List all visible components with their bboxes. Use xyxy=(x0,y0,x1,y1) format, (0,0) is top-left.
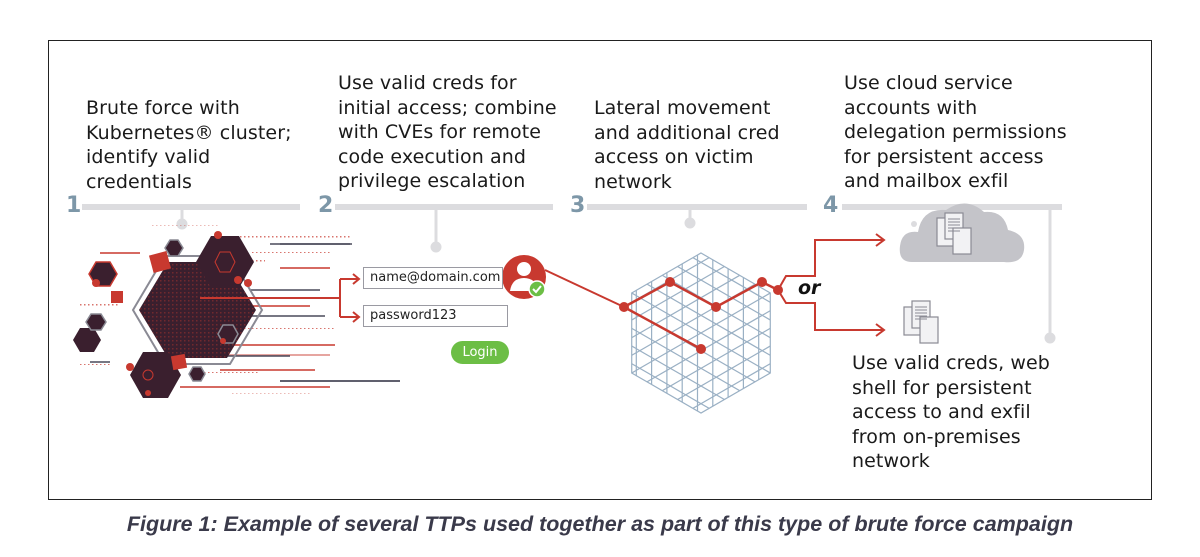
grid-line xyxy=(631,380,771,413)
arrow-head-username xyxy=(352,273,361,285)
grid-line xyxy=(601,116,801,231)
grid-line xyxy=(631,253,771,303)
grid-line xyxy=(631,398,771,413)
timeline-segment-2 xyxy=(335,204,553,210)
grid-line xyxy=(601,81,801,196)
step-number-2: 2 xyxy=(318,193,334,218)
hexagon-bottom xyxy=(130,352,181,398)
step-number-1: 1 xyxy=(66,193,82,218)
step-1-description: Brute force with Kubernetes® cluster; id… xyxy=(86,97,292,193)
grid-line xyxy=(631,253,771,286)
grid-line xyxy=(631,327,771,413)
grid-line xyxy=(601,99,801,214)
grid-line xyxy=(631,363,771,413)
or-branch-arrows xyxy=(777,233,886,337)
documents-icon-onprem xyxy=(903,300,939,344)
timeline-segment-3 xyxy=(587,204,807,210)
grid-line xyxy=(631,274,771,392)
user-avatar-icon xyxy=(502,255,546,299)
grid-line xyxy=(631,253,771,268)
grid-line xyxy=(631,253,771,286)
grid-line xyxy=(601,116,801,231)
step-number-3: 3 xyxy=(570,193,586,218)
connector-dot-4 xyxy=(1044,332,1056,344)
step-number-4: 4 xyxy=(823,193,839,218)
username-field[interactable]: name@domain.com xyxy=(363,267,503,289)
grid-outline xyxy=(631,252,771,414)
grid-line xyxy=(631,257,771,374)
step-4-description: Use cloud service accounts with delegati… xyxy=(844,72,1067,192)
connector-dot-2 xyxy=(430,241,442,253)
grid-line xyxy=(631,253,771,339)
grid-line xyxy=(601,63,801,178)
grid-line xyxy=(601,81,801,196)
step-3-description: Lateral movement and additional cred acc… xyxy=(594,97,780,193)
grid-line xyxy=(601,134,801,249)
or-label: or xyxy=(798,277,821,299)
grid-line xyxy=(631,253,771,303)
grid-line xyxy=(631,345,771,413)
lateral-path-entry xyxy=(544,269,625,308)
login-button[interactable]: Login xyxy=(451,341,509,364)
timeline-segment-1 xyxy=(82,204,300,210)
documents-icon-cloud xyxy=(936,212,972,255)
grid-line xyxy=(631,398,771,413)
arrow-head-password xyxy=(352,311,361,323)
connector-dot-3 xyxy=(684,217,696,229)
grid-line xyxy=(631,380,771,413)
step-2-description: Use valid creds for initial access; comb… xyxy=(338,72,557,192)
kubernetes-cluster-graphic xyxy=(73,225,400,398)
grid-line xyxy=(601,99,801,214)
brute-force-arrows xyxy=(200,273,361,323)
hexagon-top-right xyxy=(196,236,254,288)
grid-line xyxy=(601,134,801,249)
grid-line xyxy=(631,253,771,268)
password-field[interactable]: password123 xyxy=(363,305,508,327)
step-4-alt-description: Use valid creds, web shell for persisten… xyxy=(852,352,1050,472)
figure-caption: Figure 1: Example of several TTPs used t… xyxy=(126,512,1074,536)
grid-line xyxy=(631,363,771,413)
verified-check-icon xyxy=(528,280,546,298)
timeline-connectors xyxy=(176,208,1056,344)
grid-line xyxy=(601,452,801,557)
grid-line xyxy=(631,310,771,413)
grid-line xyxy=(601,63,801,178)
grid-line xyxy=(601,452,801,557)
